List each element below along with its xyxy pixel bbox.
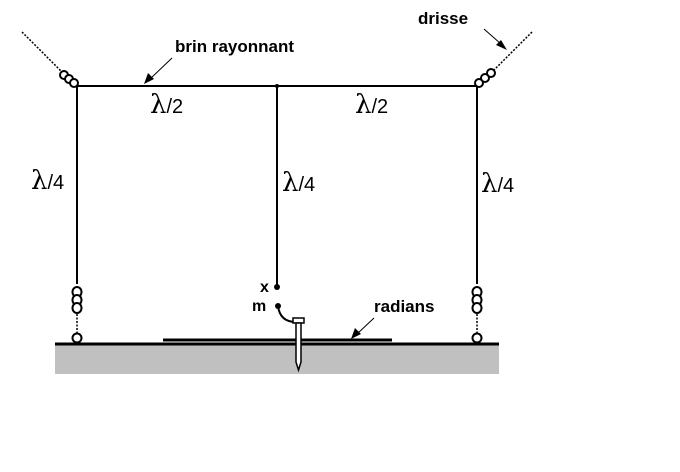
right-halyard xyxy=(489,31,533,75)
label-right-half-wave: λ/2 xyxy=(355,90,388,120)
label-left-quarter-wave: λ/4 xyxy=(31,166,64,196)
top-right-insulator xyxy=(474,68,496,88)
left-anchor-ring xyxy=(71,332,83,344)
label-drisse: drisse xyxy=(418,9,468,28)
left-halyard xyxy=(21,31,67,77)
label-center-quarter-wave: λ/4 xyxy=(282,168,315,198)
ground-stake xyxy=(292,317,305,373)
arrow-brin-rayonnant xyxy=(144,57,173,84)
ground xyxy=(55,344,499,374)
arrow-radians xyxy=(351,317,375,339)
feed-point-x xyxy=(274,284,280,290)
label-right-quarter-wave: λ/4 xyxy=(481,169,514,199)
label-m: m xyxy=(252,298,266,315)
label-x: x xyxy=(260,279,269,296)
label-left-half-wave: λ/2 xyxy=(150,90,183,120)
bottom-right-insulator xyxy=(471,286,483,314)
label-brin-rayonnant: brin rayonnant xyxy=(175,37,294,56)
bottom-left-insulator xyxy=(71,286,83,314)
top-left-insulator xyxy=(59,70,79,88)
label-radians: radians xyxy=(374,297,434,316)
right-anchor-ring xyxy=(471,332,483,344)
arrow-drisse xyxy=(483,28,507,50)
